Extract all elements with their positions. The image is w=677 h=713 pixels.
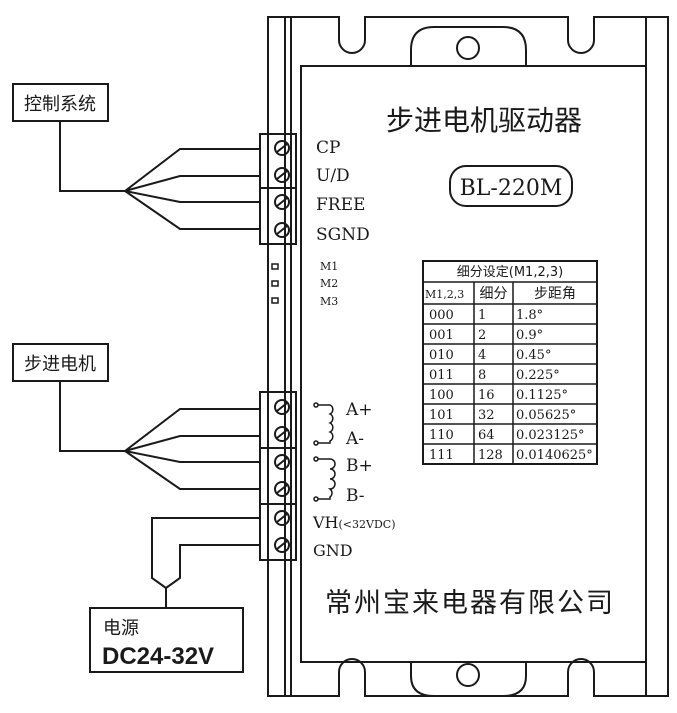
table-cell: 0.225°: [516, 368, 560, 383]
terminal-screw-icon[interactable]: [274, 167, 290, 183]
table-cell: 1: [478, 308, 486, 323]
housing-outline: [267, 16, 669, 697]
control-wire-harness: [59, 121, 260, 230]
table-cell: 32: [478, 408, 495, 423]
table-row: 010 4 0.45°: [429, 348, 551, 363]
power-terminal-block: [259, 391, 297, 561]
terminal-screw-icon[interactable]: [274, 194, 290, 210]
table-cell: 111: [429, 448, 454, 463]
table-title: 细分设定(M1,2,3): [457, 265, 563, 280]
terminal-label-a-minus: A-: [345, 429, 364, 449]
table-border: [422, 260, 598, 465]
table-cell: 010: [429, 348, 454, 363]
table-cell: 0.023125°: [516, 428, 585, 443]
motor-wire-harness: [59, 381, 260, 490]
table-cell: 16: [478, 388, 495, 403]
terminal-screw-icon[interactable]: [274, 481, 290, 497]
motor-coil-b-icon: [313, 456, 336, 502]
terminal-block-section: [259, 503, 297, 561]
power-supply-label: 电源: [103, 618, 139, 639]
table-cell: 001: [429, 328, 454, 343]
dip-switch-m2[interactable]: [271, 280, 279, 287]
table-row: 011 8 0.225°: [429, 368, 560, 383]
table-cell: 000: [429, 308, 454, 323]
terminal-screw-icon[interactable]: [274, 426, 290, 442]
terminal-screw-icon[interactable]: [274, 399, 290, 415]
dip-label-m1: M1: [320, 260, 338, 273]
terminal-label-b-plus: B+: [346, 456, 373, 476]
terminal-label-free: FREE: [316, 195, 365, 215]
table-cell: 100: [429, 388, 454, 403]
table-cell: 0.05625°: [516, 408, 576, 423]
terminal-screw-icon[interactable]: [274, 454, 290, 470]
control-system-label: 控制系统: [24, 94, 96, 115]
table-row: 101 32 0.05625°: [429, 408, 576, 423]
table-header-cell: 细分: [480, 286, 508, 302]
table-cell: 128: [478, 448, 503, 463]
motor-coil-a-icon: [313, 402, 334, 446]
table-row: 100 16 0.1125°: [429, 388, 568, 403]
power-wire-harness: [151, 517, 260, 608]
terminal-label-gnd: GND: [313, 541, 353, 560]
table-cell: 0.0140625°: [516, 448, 593, 463]
table-cell: 110: [429, 428, 454, 443]
table-cell: 0.45°: [516, 348, 551, 363]
table-cell: 101: [429, 408, 454, 423]
dip-label-m2: M2: [320, 277, 338, 290]
driver-title: 步进电机驱动器: [386, 104, 582, 137]
terminal-screw-icon[interactable]: [274, 510, 290, 526]
terminal-label-sgnd: SGND: [316, 225, 370, 245]
model-number: BL-220M: [460, 176, 563, 201]
control-terminal-block: [259, 133, 297, 245]
model-badge: [449, 165, 573, 207]
terminal-label-cp: CP: [316, 138, 340, 158]
mounting-hole-icon: [456, 663, 480, 687]
stepper-motor-label: 步进电机: [24, 354, 96, 375]
terminal-label-a-plus: A+: [345, 400, 373, 420]
table-cell: 0.9°: [516, 328, 543, 343]
top-mounting-tab: [410, 26, 527, 66]
power-supply-box: [89, 607, 244, 673]
terminal-label-ud: U/D: [316, 166, 350, 186]
manufacturer-name: 常州宝来电器有限公司: [325, 588, 615, 619]
table-cell: 1.8°: [516, 308, 543, 323]
terminal-label-vh: VH(<32VDC): [312, 513, 396, 532]
terminal-label-b-minus: B-: [346, 486, 365, 506]
table-row: 110 64 0.023125°: [429, 428, 585, 443]
table-row: 000 1 1.8°: [429, 308, 543, 323]
mounting-hole-icon: [456, 36, 480, 60]
terminal-screw-icon[interactable]: [274, 222, 290, 238]
terminal-block-section: [259, 187, 297, 245]
power-supply-voltage: DC24-32V: [102, 643, 214, 670]
terminal-screw-icon[interactable]: [274, 537, 290, 553]
table-row: 001 2 0.9°: [429, 328, 543, 343]
table-cell: 4: [478, 348, 486, 363]
table-cell: 2: [478, 328, 486, 343]
terminal-screw-icon[interactable]: [274, 140, 290, 156]
front-panel: [300, 65, 647, 663]
table-cell: 64: [478, 428, 495, 443]
table-header-cell: M1,2,3: [425, 288, 464, 301]
bottom-mounting-tab: [410, 662, 527, 697]
dip-switch-m3[interactable]: [271, 297, 279, 304]
table-row: 111 128 0.0140625°: [429, 448, 593, 463]
dip-label-m3: M3: [320, 295, 338, 308]
driver-housing: [267, 16, 669, 697]
table-header-cell: 步距角: [534, 286, 576, 302]
table-cell: 011: [429, 368, 454, 383]
dip-switch-m1[interactable]: [271, 263, 279, 270]
table-cell: 8: [478, 368, 486, 383]
table-cell: 0.1125°: [516, 388, 568, 403]
